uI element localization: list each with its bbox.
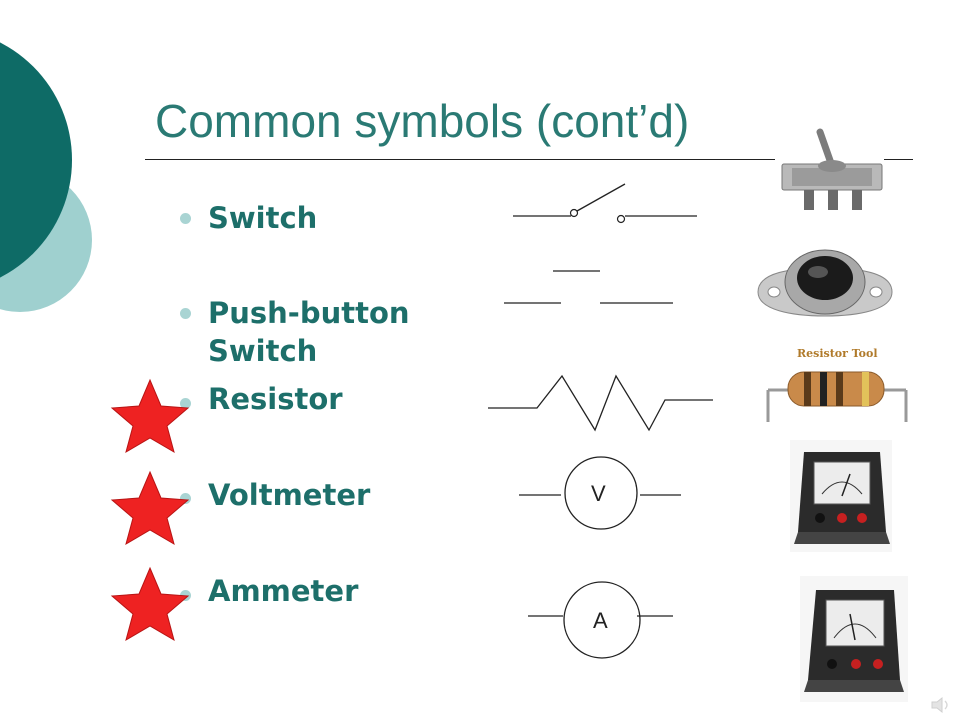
ammeter-letter: A bbox=[593, 608, 608, 633]
bullet-push-button-line1: Push-button bbox=[208, 296, 410, 330]
title-underline-end bbox=[884, 159, 913, 160]
bullet-voltmeter-label: Voltmeter bbox=[208, 478, 371, 512]
bullet-ammeter-label: Ammeter bbox=[208, 574, 359, 608]
star-icon bbox=[110, 378, 190, 454]
bullet-resistor-label: Resistor bbox=[208, 382, 343, 416]
slide-title: Common symbols (cont’d) bbox=[155, 95, 690, 147]
voltmeter-letter: V bbox=[591, 481, 606, 506]
decorative-circle-dark bbox=[0, 42, 72, 278]
title-underline bbox=[145, 159, 775, 160]
voltmeter-symbol bbox=[519, 456, 681, 530]
bullet-push-button-label: Push-button Switch bbox=[208, 294, 410, 370]
push-button-photo bbox=[757, 249, 893, 317]
resistor-photo-caption: Resistor Tool bbox=[797, 347, 878, 360]
switch-symbol bbox=[513, 183, 697, 224]
ammeter-photo bbox=[800, 576, 908, 702]
bullet-dot bbox=[180, 308, 191, 319]
resistor-photo bbox=[766, 371, 908, 422]
resistor-symbol bbox=[488, 374, 713, 432]
bullet-dot bbox=[180, 213, 191, 224]
toggle-switch-photo bbox=[781, 128, 883, 210]
speaker-icon[interactable] bbox=[930, 696, 952, 714]
decorative-circles bbox=[0, 42, 92, 312]
star-icon bbox=[110, 566, 190, 642]
bullet-push-button-line2: Switch bbox=[208, 334, 318, 368]
star-icon bbox=[110, 470, 190, 546]
bullet-dot bbox=[180, 398, 191, 409]
bullet-switch-label: Switch bbox=[208, 201, 318, 235]
bullet-dot bbox=[180, 493, 191, 504]
push-button-switch-symbol bbox=[504, 270, 673, 304]
ammeter-symbol bbox=[528, 581, 673, 659]
voltmeter-photo bbox=[790, 440, 892, 552]
